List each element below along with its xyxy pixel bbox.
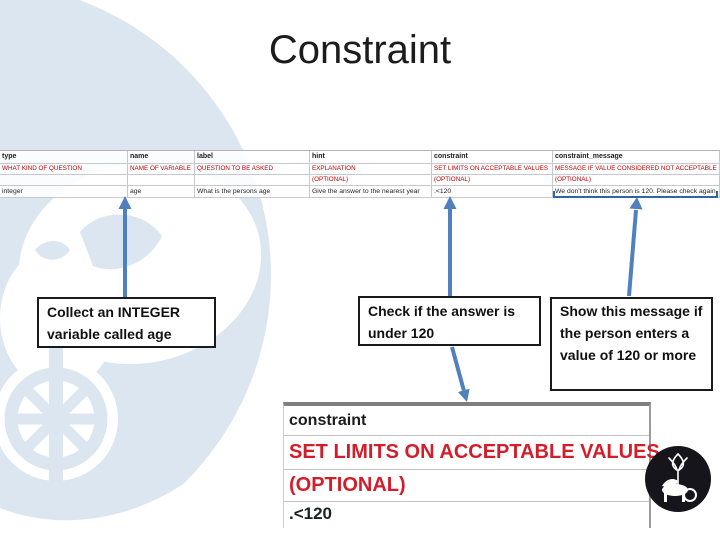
col-optional [128,175,195,185]
excerpt-description: SET LIMITS ON ACCEPTABLE VALUES [284,436,660,470]
table-header-row: type name label hint constraint constrai… [0,150,720,164]
arrow-to-excerpt [450,346,466,391]
cell-constraint-message-value: We don't think this person is 120. Pleas… [553,186,720,198]
col-description: EXPLANATION [310,164,432,174]
col-description: NAME OF VARIABLE [128,164,195,174]
excerpt-header: constraint [284,406,649,436]
cell-name-value: age [128,186,195,197]
col-header-constraint-message: constraint_message [553,151,720,163]
col-description: QUESTION TO BE ASKED [195,164,310,174]
col-header-type: type [0,151,128,163]
callout-collect-integer: Collect an INTEGER variable called age [37,297,216,348]
table-description-row: WHAT KIND OF QUESTION NAME OF VARIABLE Q… [0,164,720,175]
cell-label-value: What is the persons age [195,186,310,197]
col-header-constraint: constraint [432,151,553,163]
col-description: SET LIMITS ON ACCEPTABLE VALUES [432,164,553,174]
cell-constraint-value: .<120 [432,186,553,197]
excerpt-value: .<120 [289,504,333,523]
cell-selection-highlight [553,191,718,198]
col-description: MESSAGE IF VALUE CONSIDERED NOT ACCEPTAB… [553,164,720,174]
table-optional-row: (OPTIONAL) (OPTIONAL) (OPTIONAL) [0,175,720,186]
col-optional: (OPTIONAL) [553,175,720,185]
col-header-hint: hint [310,151,432,163]
constraint-message-text: We don't think this person is 120. Pleas… [555,188,716,195]
col-header-label: label [195,151,310,163]
lshtm-crest-watermark-icon [0,0,300,540]
slide-title: Constraint [268,28,452,72]
xlsform-table: type name label hint constraint constrai… [0,150,720,198]
col-optional [195,175,310,185]
constraint-column-zoom: constraint SET LIMITS ON ACCEPTABLE VALU… [283,402,660,528]
cell-hint-value: Give the answer to the nearest year [310,186,432,197]
arrow-constraint-message-column [627,209,638,297]
col-header-name: name [128,151,195,163]
cell-type-value: integer [0,186,128,197]
excerpt-optional: (OPTIONAL) [284,470,649,502]
col-optional: (OPTIONAL) [432,175,553,185]
col-optional [0,175,128,185]
col-description: WHAT KIND OF QUESTION [0,164,128,174]
lshtm-seal-logo-icon [645,446,711,512]
callout-check-answer: Check if the answer is under 120 [358,296,541,346]
table-data-row: integer age What is the persons age Give… [0,186,720,198]
callout-show-message: Show this message if the person enters a… [550,297,713,391]
col-optional: (OPTIONAL) [310,175,432,185]
